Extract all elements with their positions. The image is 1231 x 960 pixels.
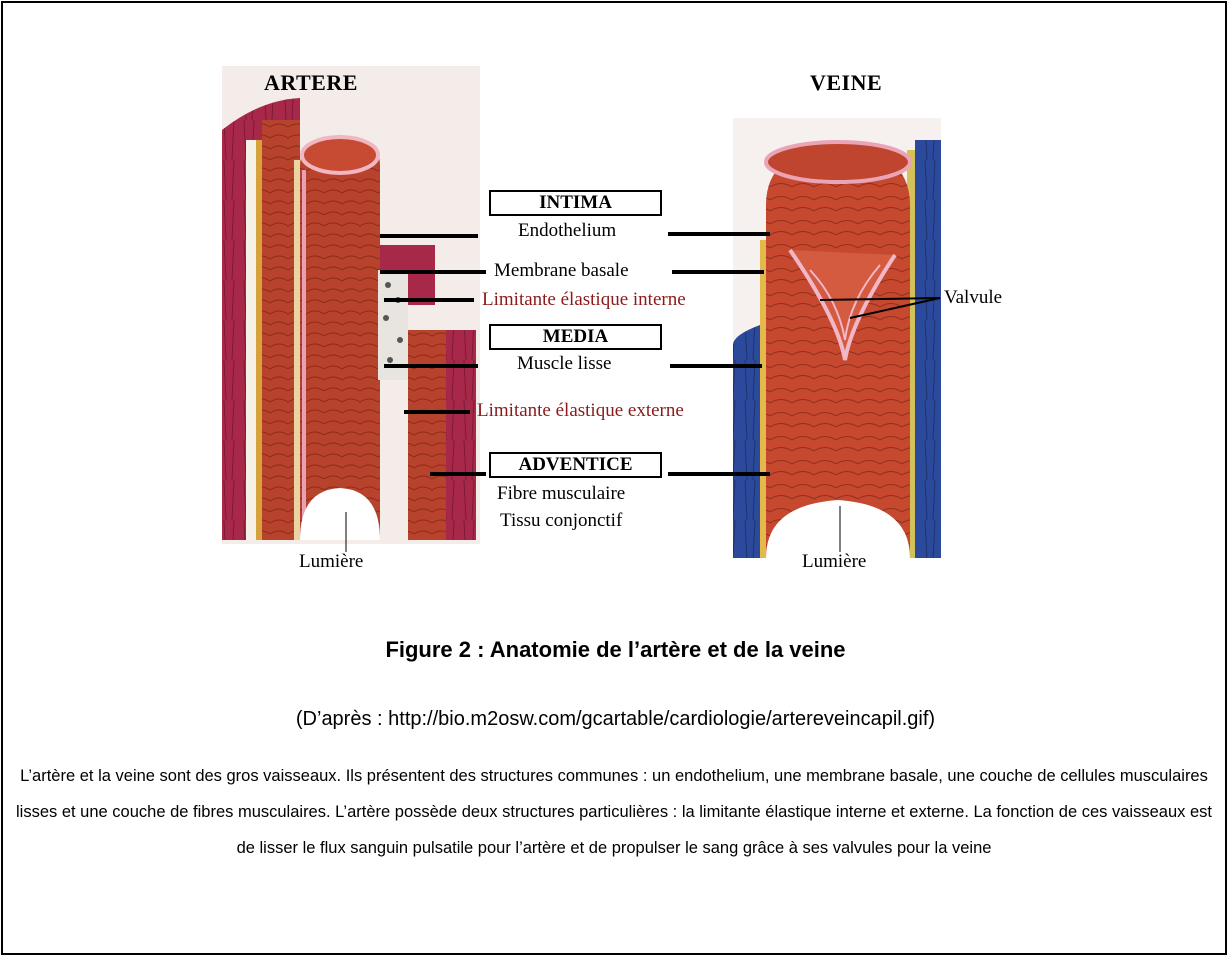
- fibre-musculaire-label: Fibre musculaire: [497, 483, 625, 505]
- membrane-basale-label: Membrane basale: [494, 260, 629, 282]
- valvule-label: Valvule: [944, 287, 1002, 309]
- vein-title: VEINE: [810, 70, 882, 96]
- vein-illustration: [733, 118, 941, 558]
- muscle-lisse-label: Muscle lisse: [517, 353, 611, 375]
- limitante-externe-label: Limitante élastique externe: [477, 400, 684, 422]
- media-label: MEDIA: [489, 324, 662, 350]
- figure-caption: Figure 2 : Anatomie de l’artère et de la…: [0, 637, 1231, 663]
- artery-illustration: [222, 66, 480, 552]
- tissu-conjonctif-label: Tissu conjonctif: [500, 510, 622, 532]
- vein-lumen-label: Lumière: [802, 551, 866, 573]
- figure-source: (D’après : http://bio.m2osw.com/gcartabl…: [0, 708, 1231, 731]
- endothelium-label: Endothelium: [518, 220, 616, 242]
- limitante-interne-label: Limitante élastique interne: [482, 289, 686, 311]
- vessel-anatomy-diagram: ARTERE VEINE INTIMA Endothelium Membrane…: [0, 0, 1231, 600]
- description-paragraph: L’artère et la veine sont des gros vaiss…: [14, 758, 1214, 866]
- intima-label: INTIMA: [489, 190, 662, 216]
- artery-title: ARTERE: [264, 70, 358, 96]
- artery-lumen-label: Lumière: [299, 551, 363, 573]
- adventice-label: ADVENTICE: [489, 452, 662, 478]
